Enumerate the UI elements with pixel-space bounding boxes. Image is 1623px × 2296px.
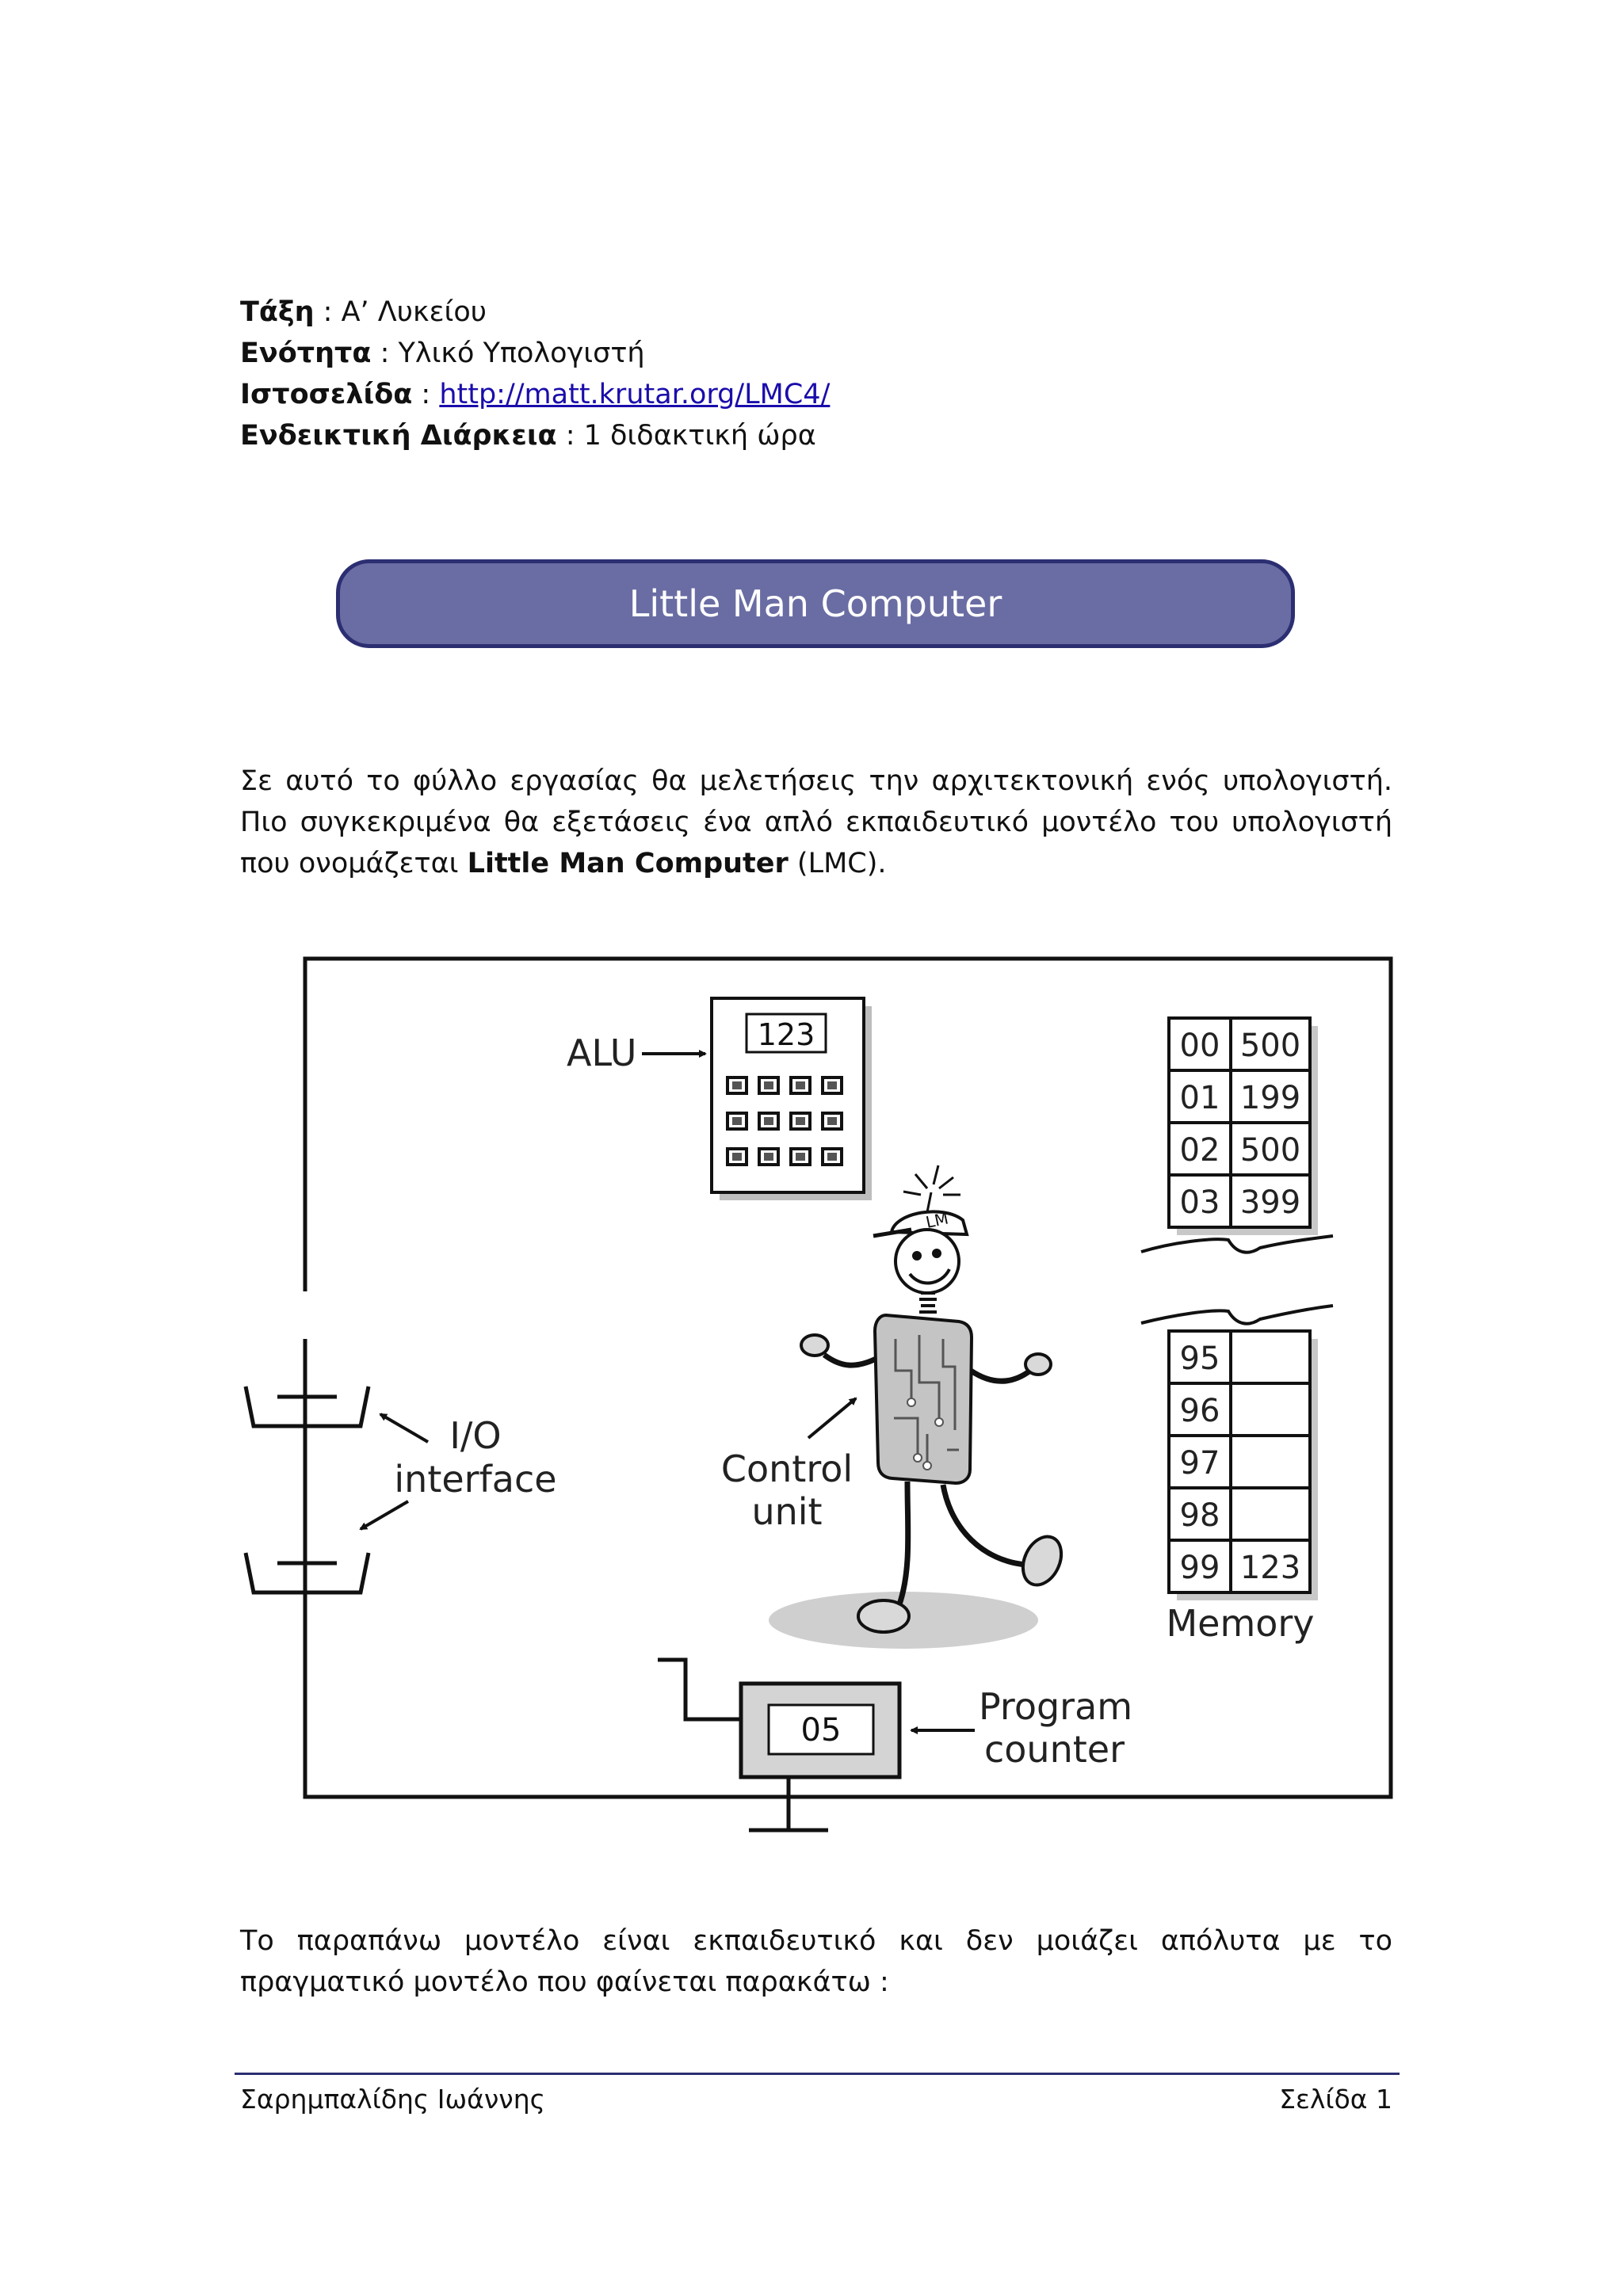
- lmc-diagram: I/O interface 123 ALU 00 500 01 199 02 500 03 3…: [243, 956, 1393, 1833]
- memory-bottom-section: 95 96 97 98 99 123: [1167, 1329, 1318, 1600]
- memory-value: 399: [1240, 1184, 1300, 1221]
- memory-bottom-row: 95: [1167, 1329, 1312, 1385]
- page-footer: Σαρημπαλίδης Ιωάννης Σελίδα 1: [240, 2084, 1392, 2115]
- alu-display: 123: [758, 1017, 815, 1052]
- memory-address: 03: [1180, 1184, 1220, 1221]
- intro-paragraph: Σε αυτό το φύλλο εργασίας θα μελετήσεις …: [240, 765, 1392, 879]
- memory-address: 01: [1180, 1080, 1220, 1116]
- cap-label: LM: [924, 1209, 950, 1232]
- program-counter-label-line2: counter: [984, 1728, 1125, 1771]
- memory-bottom-row: 99 123: [1167, 1539, 1312, 1594]
- io-arrow-bottom: [359, 1500, 410, 1531]
- memory-address: 98: [1180, 1497, 1220, 1534]
- title-banner: Little Man Computer: [336, 559, 1295, 648]
- program-counter-value: 05: [801, 1712, 842, 1749]
- meta-unit: Ενότητα : Υλικό Υπολογιστή: [240, 338, 645, 369]
- control-unit-arrow: [807, 1397, 857, 1440]
- pc-connector-left: [658, 1657, 741, 1722]
- io-label-line2: interface: [394, 1458, 556, 1501]
- memory-label: Memory: [1166, 1602, 1314, 1645]
- meta-class: Τάξη : Α’ Λυκείου: [240, 296, 487, 328]
- memory-address: 99: [1180, 1550, 1220, 1586]
- memory-address: 96: [1180, 1393, 1220, 1429]
- io-label-line1: I/O: [449, 1414, 501, 1457]
- memory-address: 97: [1180, 1445, 1220, 1482]
- memory-address: 00: [1180, 1028, 1220, 1064]
- alu-label: ALU: [567, 1032, 636, 1074]
- memory-bottom-row: 98: [1167, 1486, 1312, 1542]
- alu-calculator: 123: [710, 997, 872, 1200]
- memory-value: 500: [1240, 1028, 1300, 1064]
- control-unit-label-line1: Control: [721, 1447, 853, 1490]
- outro-paragraph: Το παραπάνω μοντέλο είναι εκπαιδευτικό κ…: [240, 1925, 1392, 1998]
- alu-keypad: [726, 1076, 843, 1166]
- memory-address: 95: [1180, 1341, 1220, 1377]
- page-title: Little Man Computer: [628, 582, 1002, 625]
- memory-top-row: 02 500: [1167, 1121, 1312, 1177]
- memory-top-row: 00 500: [1167, 1016, 1312, 1072]
- little-man-illustration: LM: [769, 1165, 1064, 1649]
- control-unit-label-line2: unit: [751, 1490, 822, 1533]
- footer-divider: [235, 2073, 1400, 2075]
- memory-top-section: 00 500 01 199 02 500 03 399: [1167, 1016, 1318, 1235]
- io-tray-bottom: [243, 1426, 371, 1797]
- program-counter-label-line1: Program: [979, 1685, 1132, 1728]
- memory-value: 123: [1240, 1550, 1300, 1586]
- program-counter: 05: [739, 1681, 902, 1779]
- memory-value: 199: [1240, 1080, 1300, 1116]
- memory-tear-top: [1140, 1234, 1334, 1254]
- memory-address: 02: [1180, 1132, 1220, 1169]
- memory-top-row: 01 199: [1167, 1069, 1312, 1124]
- memory-top-row: 03 399: [1167, 1173, 1312, 1229]
- footer-author: Σαρημπαλίδης Ιωάννης: [240, 2084, 546, 2115]
- memory-bottom-row: 97: [1167, 1434, 1312, 1489]
- memory-value: 500: [1240, 1132, 1300, 1169]
- footer-page-number: Σελίδα 1: [1279, 2084, 1392, 2115]
- io-arrow-top: [379, 1413, 430, 1444]
- document-metadata: Τάξη : Α’ Λυκείου Ενότητα : Υλικό Υπολογ…: [240, 292, 830, 456]
- memory-bottom-row: 96: [1167, 1382, 1312, 1437]
- meta-website: Ιστοσελίδα : http://matt.krutar.org/LMC4…: [240, 379, 831, 410]
- memory-tear-bottom: [1140, 1304, 1334, 1325]
- meta-duration: Ενδεικτική Διάρκεια : 1 διδακτική ώρα: [240, 420, 816, 452]
- website-link[interactable]: http://matt.krutar.org/LMC4/: [439, 379, 831, 410]
